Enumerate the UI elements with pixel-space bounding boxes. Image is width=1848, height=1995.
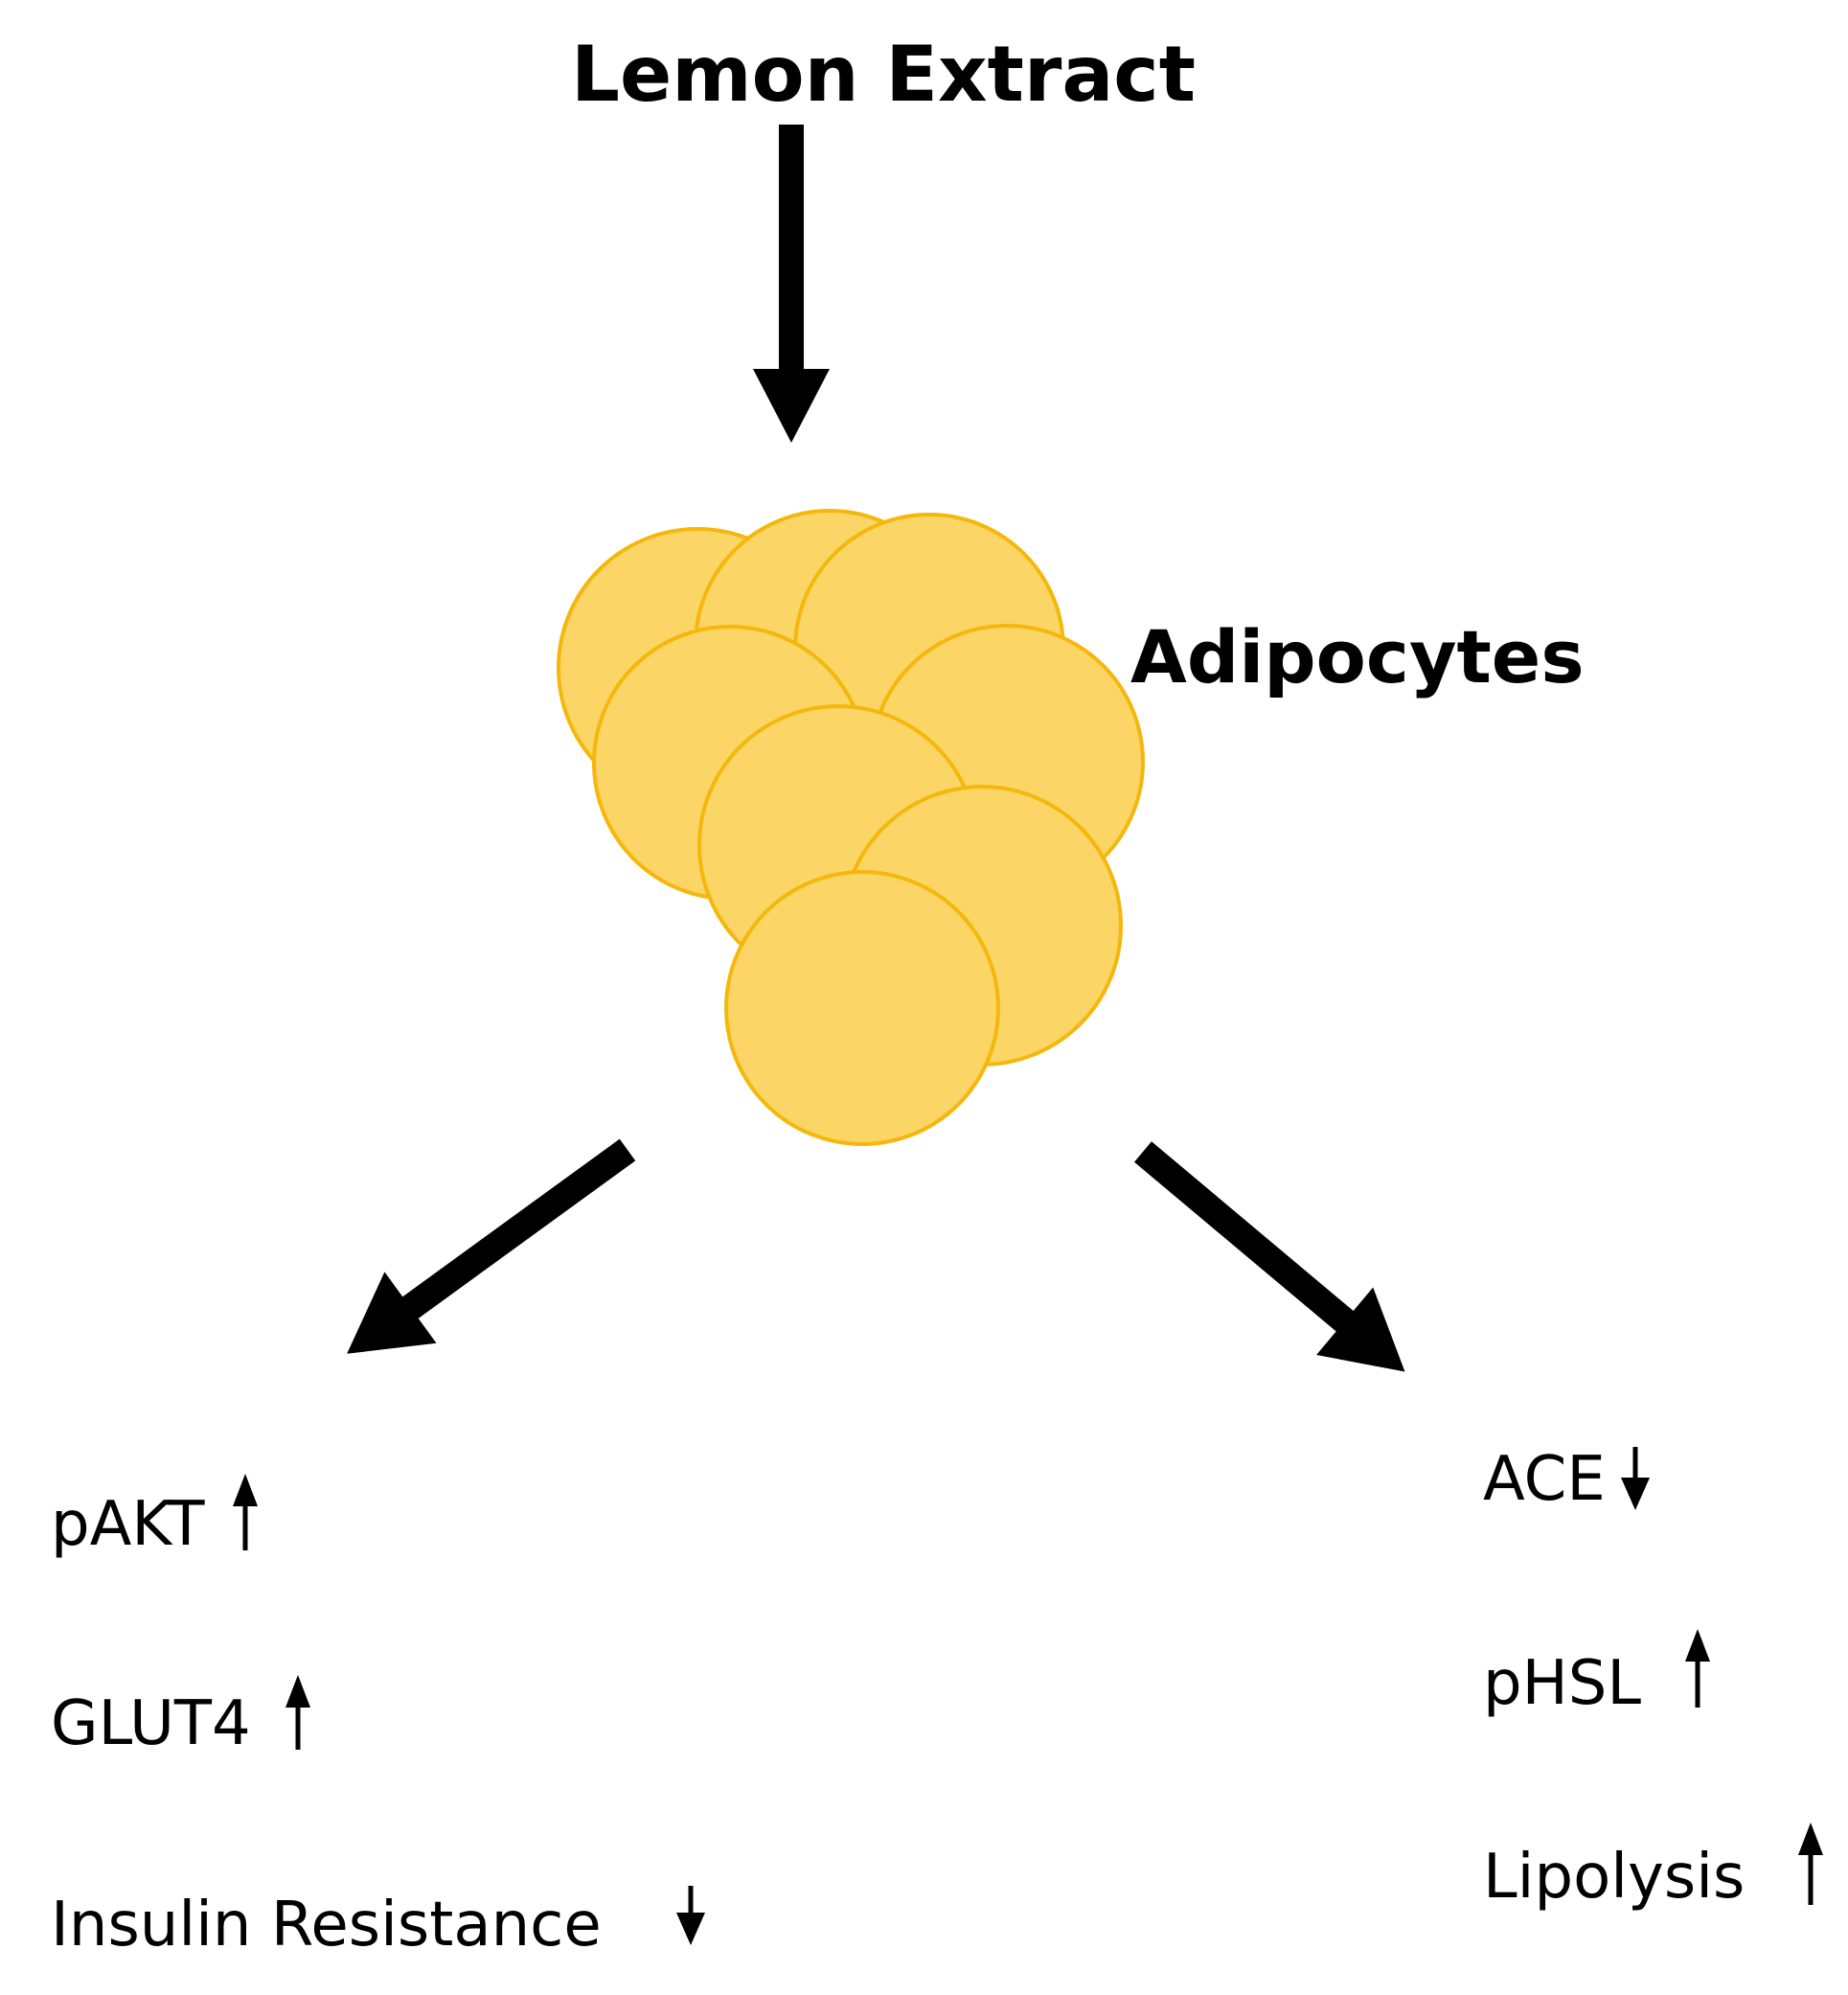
effect-label: pHSL: [1483, 1648, 1641, 1719]
up-arrow-icon: [285, 1675, 310, 1750]
effect-label: Lipolysis: [1483, 1842, 1745, 1913]
effect-item: Lipolysis: [1483, 1823, 1823, 1913]
right-diagonal-arrow-icon: [1134, 1141, 1405, 1372]
effect-item: GLUT4: [51, 1675, 310, 1759]
effect-label: Insulin Resistance: [51, 1890, 602, 1961]
right-effects: ACE pHSL Lipolysis: [1483, 1444, 1823, 1913]
up-arrow-icon: [1685, 1629, 1710, 1708]
adipocytes-label: Adipocytes: [1130, 614, 1585, 699]
down-arrow-icon: [676, 1886, 705, 1945]
up-arrow-icon: [1798, 1823, 1823, 1905]
effect-label: GLUT4: [51, 1688, 251, 1759]
up-arrow-icon: [233, 1474, 258, 1550]
title-lemon-extract: Lemon Extract: [571, 30, 1196, 119]
effect-item: Insulin Resistance: [51, 1886, 705, 1961]
effect-label: ACE: [1483, 1444, 1606, 1515]
adipocyte-cell: [724, 870, 1000, 1146]
down-arrow-icon: [753, 125, 830, 443]
effect-item: ACE: [1483, 1444, 1650, 1515]
effect-item: pAKT: [51, 1474, 258, 1560]
left-diagonal-arrow-icon: [347, 1138, 636, 1354]
adipocyte-cluster: [557, 509, 1145, 1146]
left-effects: pAKT GLUT4 Insulin Resistance: [51, 1474, 705, 1961]
down-arrow-icon: [1621, 1447, 1650, 1510]
effect-item: pHSL: [1483, 1629, 1710, 1719]
effect-label: pAKT: [51, 1489, 205, 1560]
